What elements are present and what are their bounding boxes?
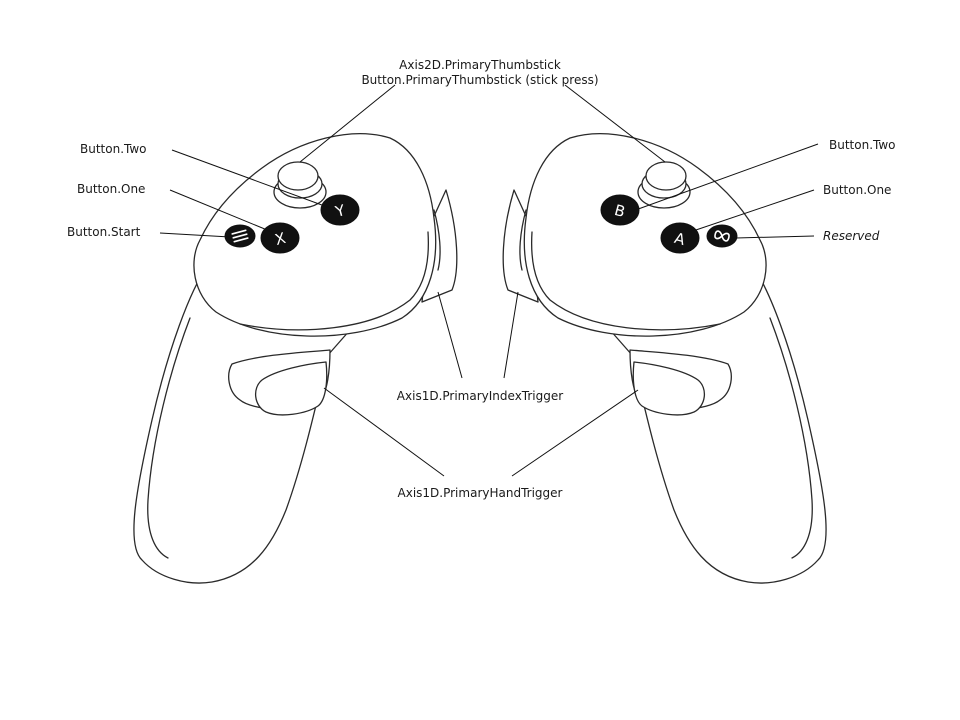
left-controller: Y X — [133, 133, 458, 584]
left-face-rim — [239, 231, 430, 331]
meta-icon — [714, 230, 730, 242]
left-grip-handle — [133, 264, 351, 584]
leader-thumbstick-left — [299, 84, 396, 163]
label-thumbstick-press: Button.PrimaryThumbstick (stick press) — [361, 73, 598, 87]
right-grip-handle — [609, 264, 827, 584]
menu-icon — [231, 229, 249, 243]
right-button-b-glyph: B — [612, 201, 627, 221]
leader-right-button-one — [689, 189, 815, 233]
label-thumbstick-axis: Axis2D.PrimaryThumbstick — [399, 58, 561, 72]
leader-right-reserved — [735, 235, 815, 239]
leader-hand-trigger-left — [323, 387, 445, 477]
leader-thumbstick-right — [564, 84, 666, 163]
label-right-button-one: Button.One — [823, 183, 891, 197]
leader-left-button-start — [159, 232, 231, 238]
left-button-x-glyph: X — [273, 229, 288, 249]
left-side-ridge — [433, 209, 441, 271]
leader-left-button-one — [169, 189, 273, 233]
label-right-button-two: Button.Two — [829, 138, 896, 152]
left-controller-head — [193, 133, 437, 337]
right-face-rim — [530, 231, 721, 331]
label-index-trigger: Axis1D.PrimaryIndexTrigger — [397, 389, 563, 403]
left-hand-trigger-face — [255, 361, 328, 416]
right-hand-trigger-face — [632, 361, 705, 416]
left-grip-contour — [147, 317, 191, 559]
labels: Axis2D.PrimaryThumbstick Button.PrimaryT… — [67, 58, 896, 500]
label-left-button-two: Button.Two — [80, 142, 147, 156]
label-left-button-one: Button.One — [77, 182, 145, 196]
right-thumbstick-cap — [645, 161, 687, 191]
leader-right-button-two — [629, 143, 819, 213]
leader-hand-trigger-right — [511, 389, 639, 477]
right-side-ridge — [519, 209, 527, 271]
right-button-reserved[interactable] — [706, 224, 738, 248]
leader-left-button-two — [171, 149, 331, 209]
left-button-y[interactable]: Y — [320, 194, 360, 226]
left-button-x[interactable]: X — [260, 222, 300, 254]
leader-index-trigger-left — [437, 291, 463, 379]
label-hand-trigger: Axis1D.PrimaryHandTrigger — [398, 486, 563, 500]
right-button-b[interactable]: B — [600, 194, 640, 226]
right-grip-contour — [769, 317, 813, 559]
right-button-a[interactable]: A — [660, 222, 700, 254]
left-thumbstick-cap — [277, 161, 319, 191]
leader-index-trigger-right — [503, 291, 519, 379]
left-button-start[interactable] — [224, 224, 256, 248]
label-left-button-start: Button.Start — [67, 225, 141, 239]
right-controller: B A — [502, 133, 827, 584]
label-right-reserved: Reserved — [823, 229, 880, 243]
leader-lines — [159, 84, 819, 477]
